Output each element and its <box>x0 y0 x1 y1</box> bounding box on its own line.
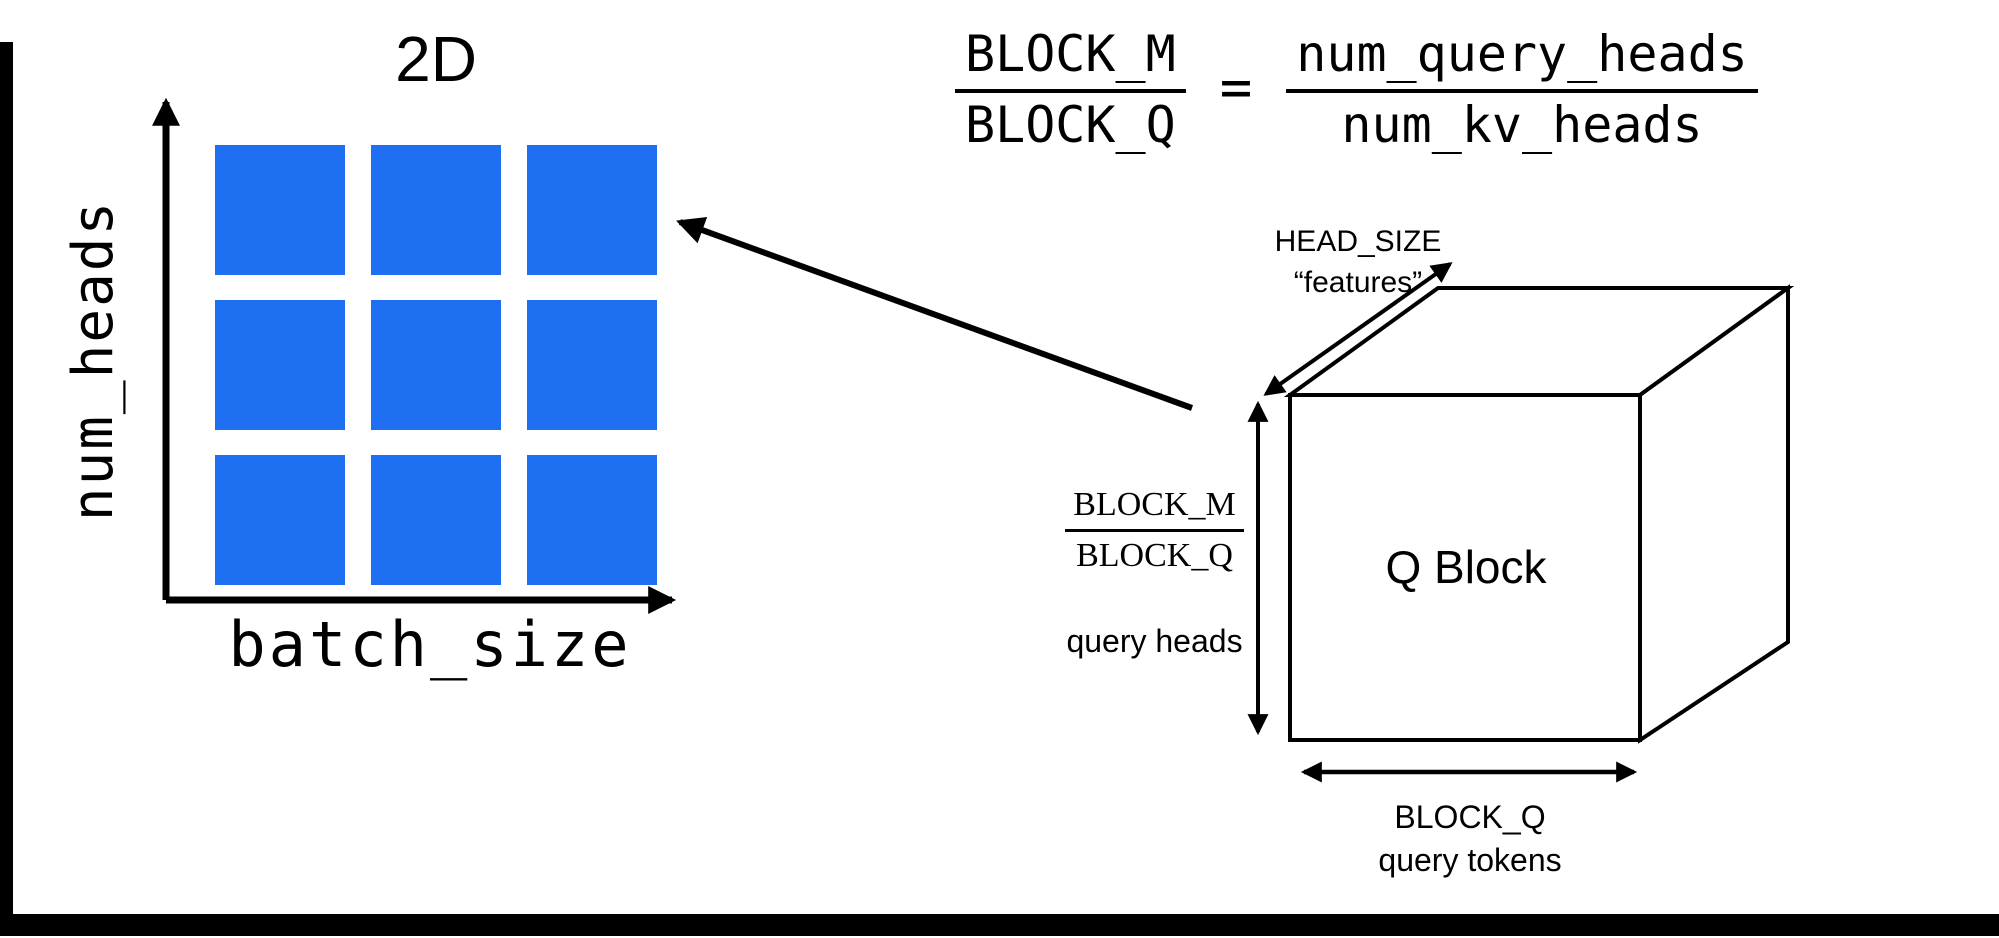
cube-depth-sublabel: “features” <box>1293 265 1423 299</box>
equation-lhs-denominator: BLOCK_Q <box>965 95 1176 154</box>
grid-cell <box>371 300 501 430</box>
cube-top-face <box>1283 286 1795 397</box>
grid-cell <box>527 145 657 275</box>
cube-height-denominator: BLOCK_Q <box>1076 537 1233 574</box>
cube-width-sublabel: query tokens <box>1378 842 1562 879</box>
equation-rhs-fraction: num_query_heads num_kv_heads <box>1286 26 1758 151</box>
block-ratio-equation: BLOCK_M BLOCK_Q = num_query_heads num_kv… <box>955 26 1758 151</box>
bottom-edge-bar <box>0 914 1999 936</box>
cube-right-face <box>1638 284 1790 744</box>
grid-cell <box>215 455 345 585</box>
block-grid <box>215 145 657 585</box>
cube-label: Q Block <box>1385 541 1547 593</box>
grid-cell <box>371 455 501 585</box>
x-axis-label: batch_size <box>228 608 632 681</box>
equation-lhs-fraction: BLOCK_M BLOCK_Q <box>955 26 1186 151</box>
equation-rhs-denominator: num_kv_heads <box>1341 95 1703 154</box>
grid-cell <box>215 300 345 430</box>
cube-width-label: BLOCK_Q <box>1394 799 1546 835</box>
equation-lhs-numerator: BLOCK_M <box>955 26 1186 93</box>
grid-cell <box>527 455 657 585</box>
cube-height-sublabel: query heads <box>1066 623 1243 659</box>
grid-title: 2D <box>395 23 477 95</box>
cube-height-numerator: BLOCK_M <box>1065 486 1244 532</box>
y-axis-label: num_heads <box>61 199 127 521</box>
cube-height-fraction: BLOCK_M BLOCK_Q <box>1065 486 1244 575</box>
equals-sign: = <box>1219 56 1253 120</box>
cube-width-label-group: BLOCK_Q query tokens <box>1320 796 1620 882</box>
grid-cell <box>371 145 501 275</box>
grid-cell <box>215 145 345 275</box>
equation-rhs-numerator: num_query_heads <box>1286 26 1758 93</box>
left-edge-bar <box>0 42 13 914</box>
grid-pointer-arrow <box>676 216 1194 411</box>
cube-depth-label: HEAD_SIZE <box>1274 225 1442 258</box>
cube-height-label-group: BLOCK_M BLOCK_Q query heads <box>1062 486 1247 660</box>
y-axis-label-wrap: num_heads <box>61 160 127 560</box>
grid-cell <box>527 300 657 430</box>
cube-depth-label-group: HEAD_SIZE “features” <box>1258 222 1458 303</box>
